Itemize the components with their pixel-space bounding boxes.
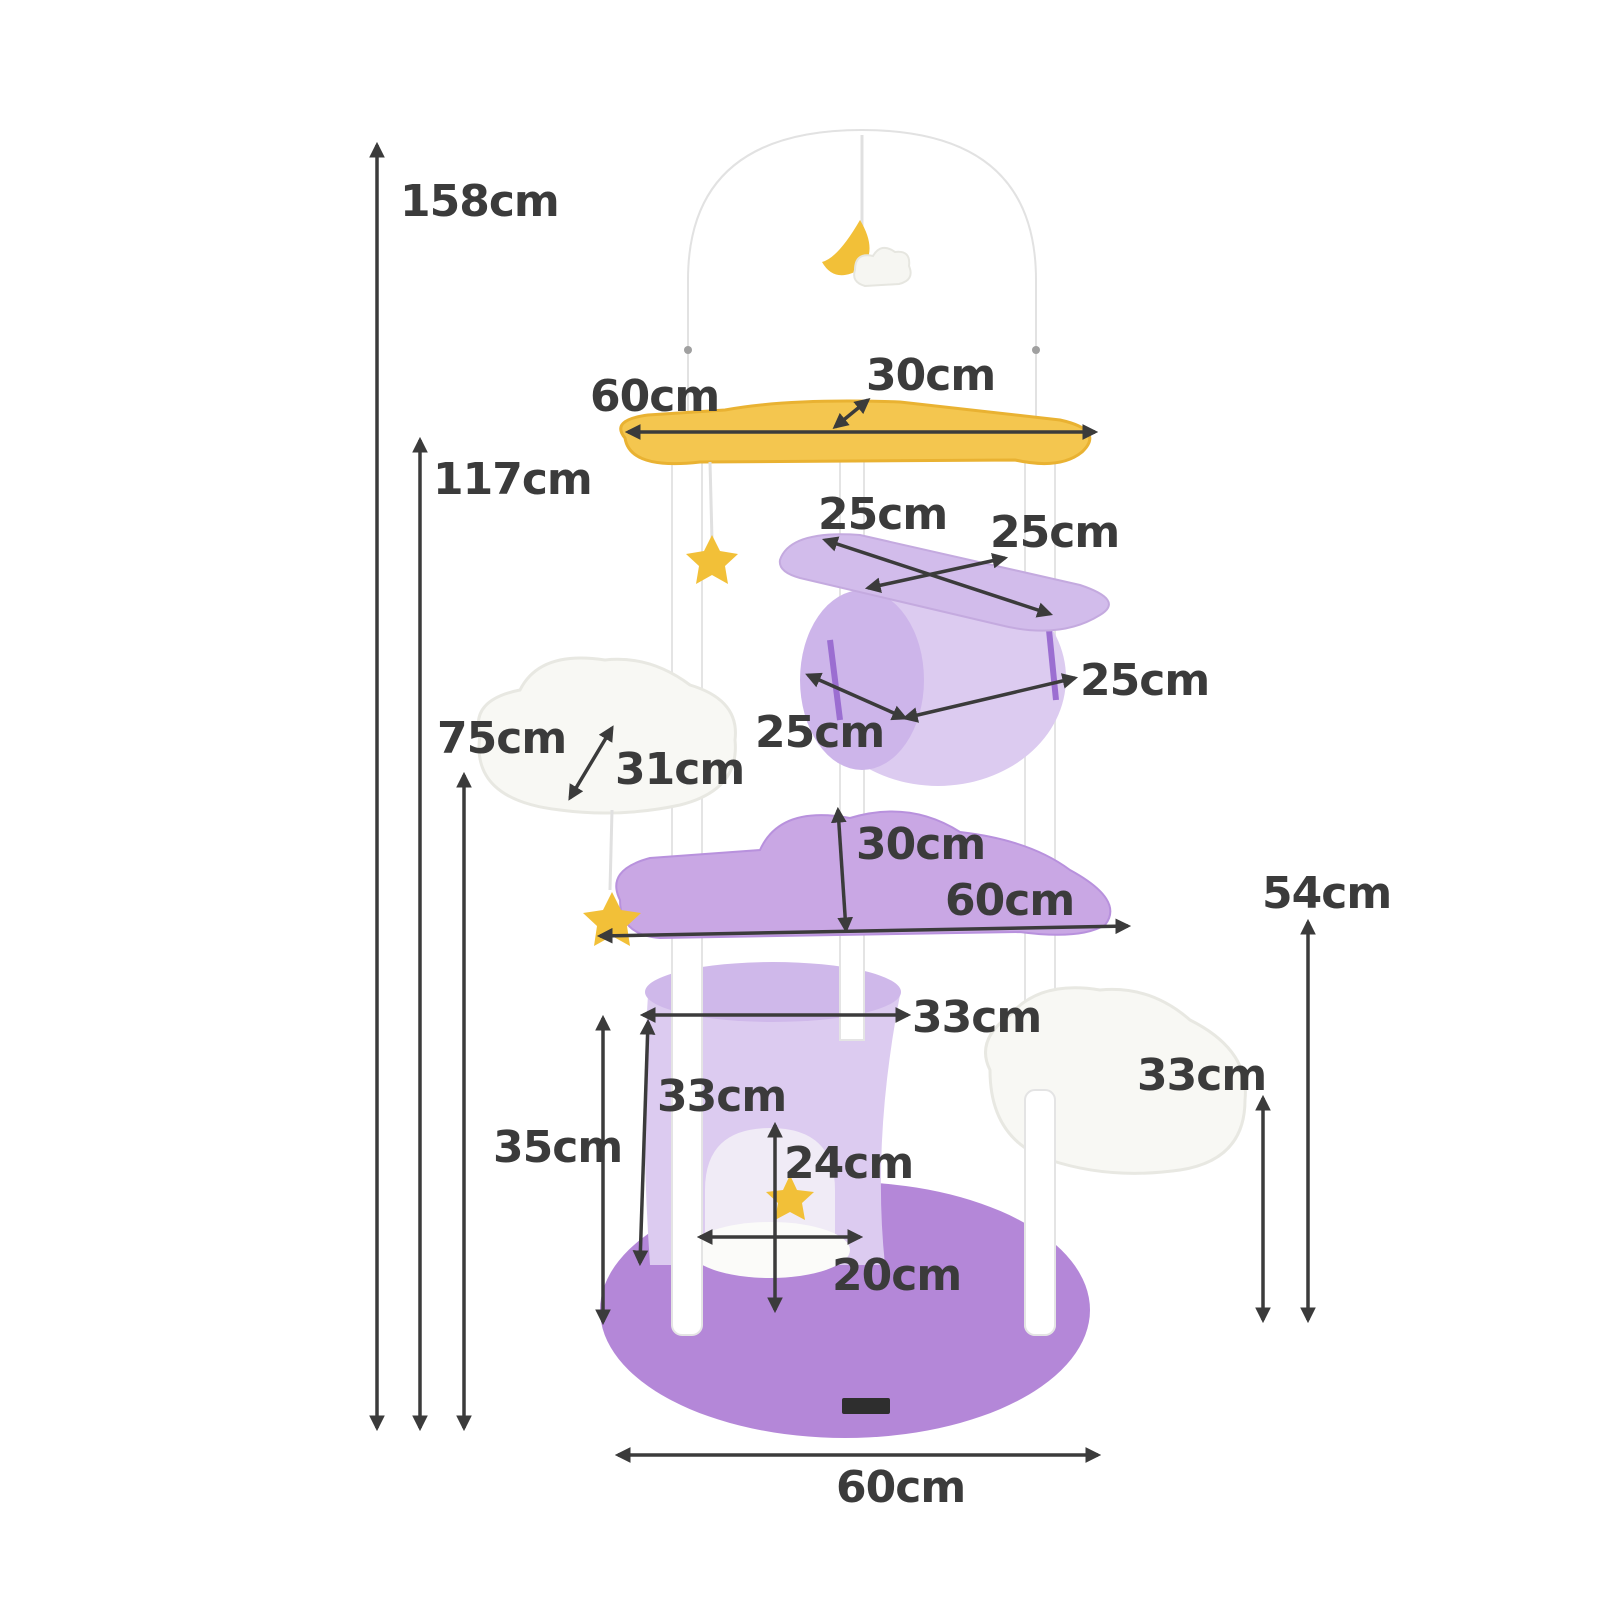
label-top-perch-height: 117cm bbox=[433, 454, 593, 505]
label-hammock-length: 25cm bbox=[818, 489, 948, 540]
label-door-height: 24cm bbox=[784, 1138, 914, 1189]
label-tunnel-length: 25cm bbox=[1080, 655, 1210, 706]
label-middle-height: 75cm bbox=[437, 713, 567, 764]
arch-bar-outline bbox=[687, 128, 1037, 420]
condo-top bbox=[645, 962, 901, 1022]
label-top-perch-length: 60cm bbox=[590, 371, 720, 422]
label-condo-height: 35cm bbox=[493, 1122, 623, 1173]
label-cloud-clearance: 30cm bbox=[856, 819, 986, 870]
label-base-width: 60cm bbox=[836, 1462, 966, 1513]
condo-floor bbox=[690, 1222, 850, 1278]
label-condo-depth: 33cm bbox=[657, 1071, 787, 1122]
cloud-toy bbox=[853, 246, 912, 288]
arrow-cloud-clearance bbox=[830, 806, 854, 934]
top-star-toy bbox=[686, 535, 738, 584]
arrow-cloud-platform-length bbox=[596, 918, 1132, 944]
right-perch-post bbox=[1024, 1089, 1056, 1336]
label-cloud-platform-length: 60cm bbox=[945, 875, 1075, 926]
top-perch-toy-string bbox=[708, 461, 714, 541]
arch-screw-left bbox=[684, 346, 692, 354]
arrow-tunnel-diameter bbox=[805, 672, 908, 721]
label-total-height: 158cm bbox=[400, 176, 560, 227]
brand-tag bbox=[842, 1398, 890, 1414]
label-hammock-width: 25cm bbox=[990, 507, 1120, 558]
arrow-hammock-width bbox=[864, 553, 1009, 593]
arrow-tunnel-length bbox=[901, 673, 1079, 723]
label-right-perch-height: 54cm bbox=[1262, 868, 1392, 919]
arrow-cloud-perch-size bbox=[568, 725, 614, 801]
arrow-condo-depth bbox=[632, 1018, 656, 1267]
left-cloud-toy-string bbox=[608, 809, 614, 891]
label-cloud-perch-size: 31cm bbox=[615, 744, 745, 795]
arch-screw-right bbox=[1032, 346, 1040, 354]
label-door-width: 20cm bbox=[832, 1250, 962, 1301]
arrow-top-perch-width bbox=[832, 398, 871, 429]
label-tunnel-diameter: 25cm bbox=[755, 707, 885, 758]
label-top-perch-width: 30cm bbox=[866, 350, 996, 401]
label-right-perch-size: 33cm bbox=[1137, 1050, 1267, 1101]
label-condo-width: 33cm bbox=[912, 992, 1042, 1043]
